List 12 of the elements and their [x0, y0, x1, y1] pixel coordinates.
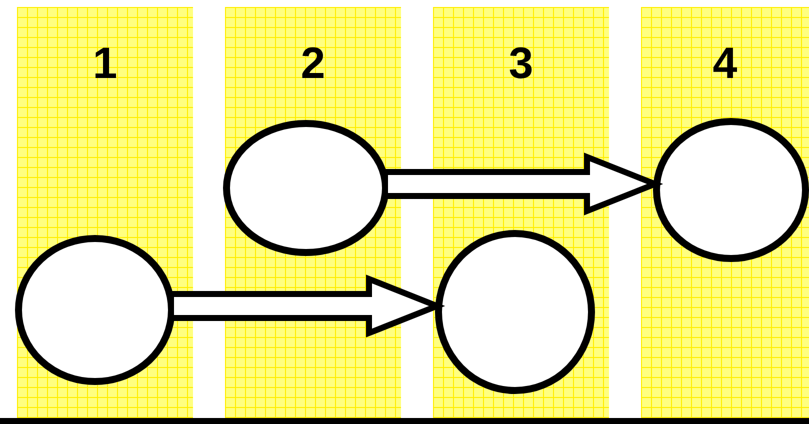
- column-number: 2: [300, 39, 326, 89]
- column-band: [225, 7, 401, 418]
- column-number: 4: [712, 39, 738, 89]
- column-band: [433, 7, 609, 418]
- empty-circle: [653, 118, 809, 262]
- column-band: [17, 7, 193, 418]
- empty-circle: [15, 235, 175, 385]
- column-number: 1: [92, 39, 118, 89]
- empty-circle: [435, 230, 595, 394]
- column-number: 3: [508, 39, 534, 89]
- column-band: [641, 7, 809, 418]
- empty-circle: [223, 120, 389, 256]
